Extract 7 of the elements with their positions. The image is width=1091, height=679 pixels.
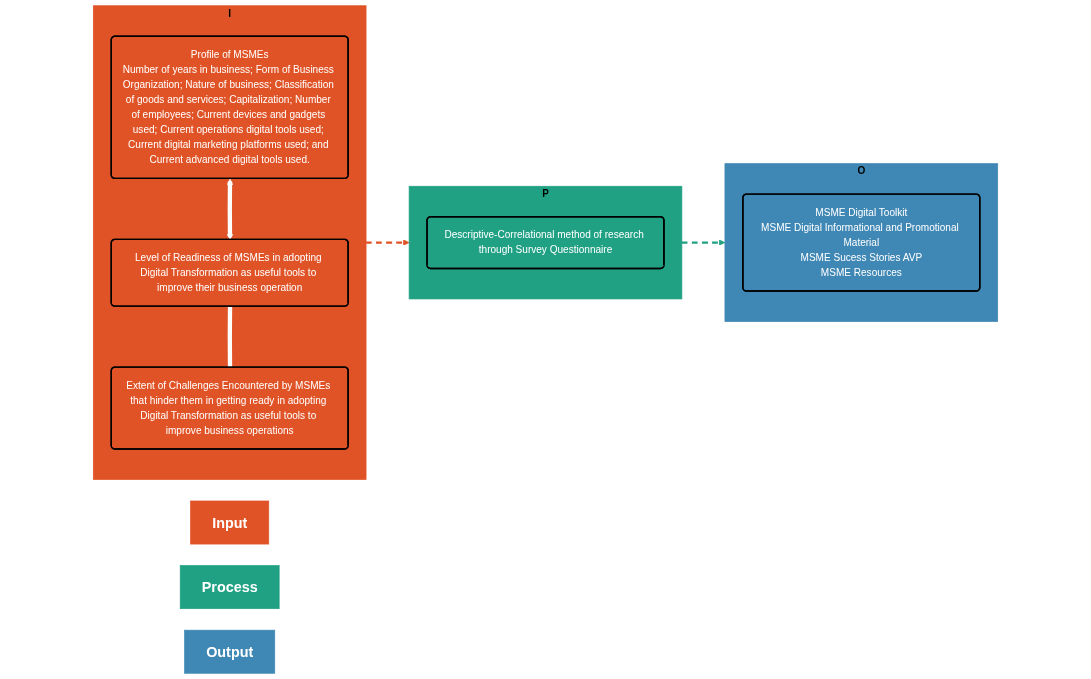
node-box: Input xyxy=(190,500,270,545)
node-box: Output xyxy=(184,629,276,674)
connector xyxy=(227,306,233,368)
node-box: Process xyxy=(179,565,280,609)
arrow xyxy=(366,239,410,246)
arrow xyxy=(681,239,726,246)
arrow xyxy=(226,178,234,240)
